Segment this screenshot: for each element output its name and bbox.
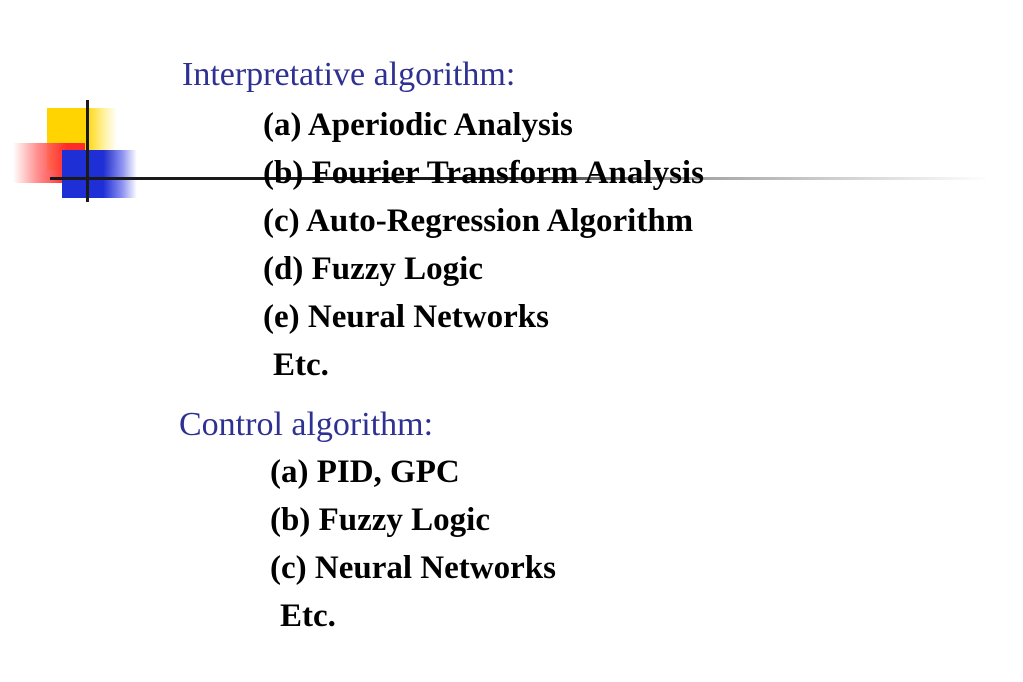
blue-square-decoration <box>62 150 137 198</box>
list-item: (c) Neural Networks <box>270 550 556 586</box>
interpretative-algorithm-heading: Interpretative algorithm: <box>182 56 516 93</box>
list-item: (b) Fourier Transform Analysis <box>263 155 704 191</box>
list-item: (b) Fuzzy Logic <box>270 502 490 538</box>
yellow-square-decoration <box>47 108 117 170</box>
list-item-etc: Etc. <box>273 347 329 383</box>
list-item: (a) Aperiodic Analysis <box>263 107 573 143</box>
interpretative-algorithm-list: (a) Aperiodic Analysis (b) Fourier Trans… <box>263 101 704 389</box>
list-item-etc: Etc. <box>280 598 336 634</box>
list-item: (e) Neural Networks <box>263 299 549 335</box>
control-algorithm-list: (a) PID, GPC (b) Fuzzy Logic (c) Neural … <box>270 448 556 640</box>
control-algorithm-heading: Control algorithm: <box>179 406 434 443</box>
list-item: (d) Fuzzy Logic <box>263 251 483 287</box>
list-item: (c) Auto-Regression Algorithm <box>263 203 694 239</box>
vertical-rule-decoration <box>86 100 89 202</box>
red-square-decoration <box>13 143 85 183</box>
list-item: (a) PID, GPC <box>270 454 460 490</box>
